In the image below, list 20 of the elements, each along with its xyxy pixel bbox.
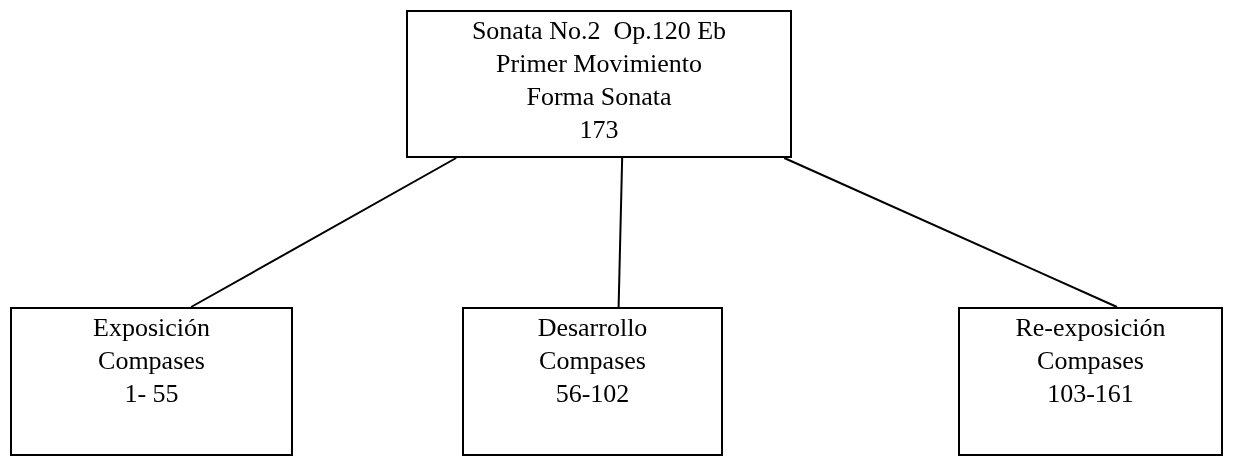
box-text: Compases xyxy=(98,345,205,377)
box-text: 103-161 xyxy=(1047,378,1134,410)
box-text: Exposición xyxy=(93,312,210,344)
section-box xyxy=(10,307,293,456)
box-text: Primer Movimiento xyxy=(496,48,702,80)
connector-line xyxy=(783,157,1118,308)
title-box xyxy=(406,10,792,158)
section-box xyxy=(462,307,723,456)
box-text: Compases xyxy=(539,345,646,377)
box-text: Forma Sonata xyxy=(526,81,672,113)
connector-line xyxy=(617,157,624,308)
box-text: 1- 55 xyxy=(124,378,179,410)
box-text: Desarrollo xyxy=(537,312,648,344)
box-text: Sonata No.2 Op.120 Eb xyxy=(471,15,727,47)
box-text: Re-exposición xyxy=(1015,312,1166,344)
box-text: Compases xyxy=(1037,345,1144,377)
box-text: 56-102 xyxy=(555,378,630,410)
connector-line xyxy=(190,157,458,308)
section-box xyxy=(958,307,1223,456)
box-text: 173 xyxy=(579,114,619,146)
